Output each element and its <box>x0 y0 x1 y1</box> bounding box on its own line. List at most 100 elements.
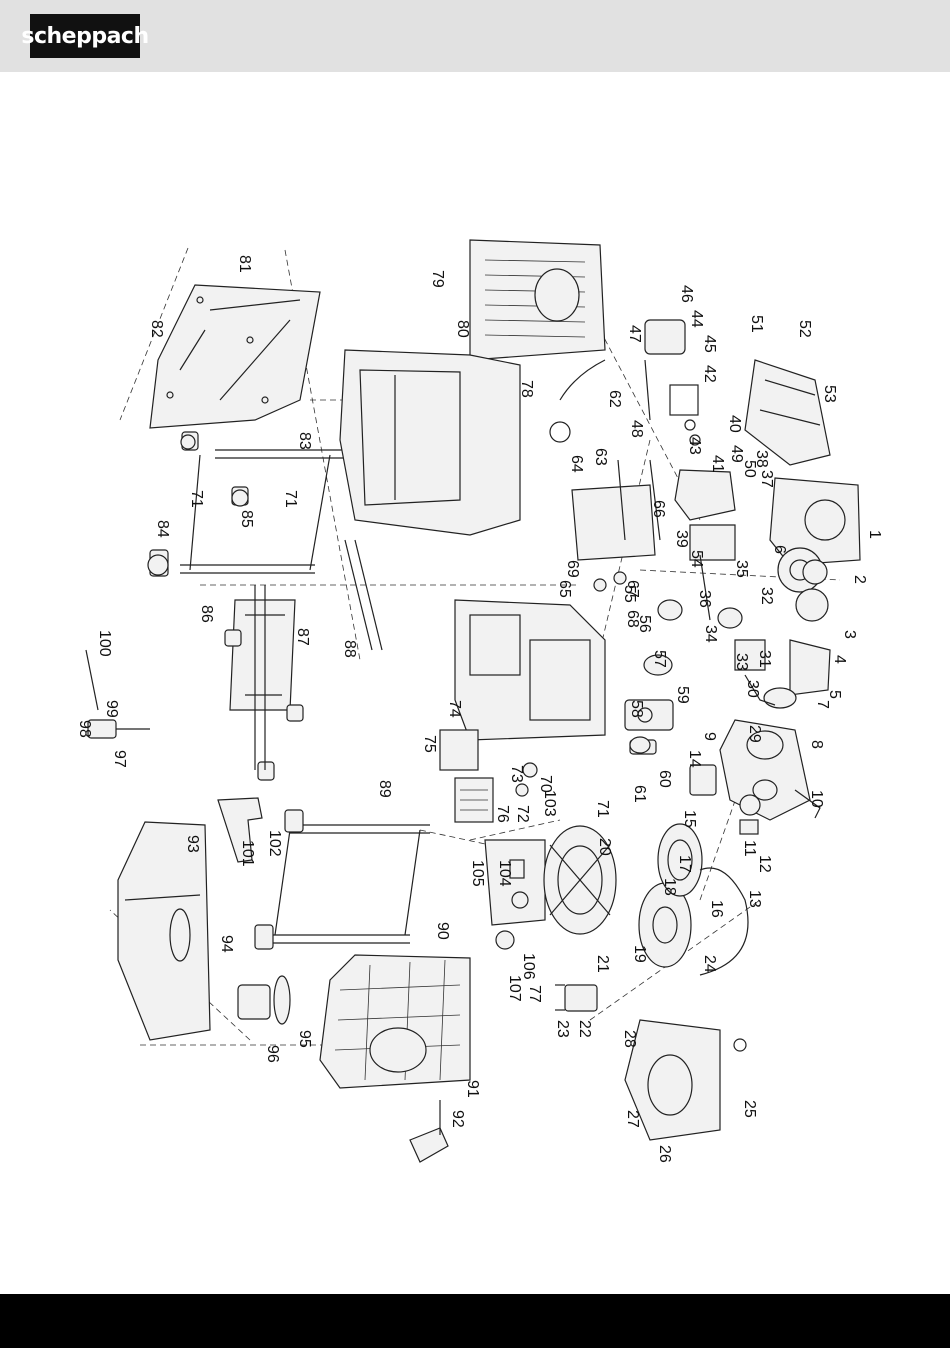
base-plate <box>319 954 471 1089</box>
long-rod <box>344 539 383 651</box>
part-label-4: 4 <box>831 655 848 664</box>
muffler-cover <box>744 359 831 466</box>
part-label-56: 56 <box>636 615 653 633</box>
intake-hose <box>549 359 606 443</box>
part-label-40: 40 <box>726 415 743 433</box>
part-label-52: 52 <box>796 320 813 338</box>
part-label-79: 79 <box>429 270 446 288</box>
part-label-16: 16 <box>708 900 725 918</box>
part-label-62: 62 <box>606 390 623 408</box>
part-label-27: 27 <box>624 1110 641 1128</box>
base-tray <box>224 585 304 781</box>
rear-grille-cover <box>469 239 606 361</box>
part-label-105: 105 <box>469 860 486 887</box>
foot-pin <box>409 1100 449 1163</box>
part-label-32: 32 <box>758 587 775 605</box>
part-label-8: 8 <box>808 740 825 749</box>
part-label-43: 43 <box>686 437 703 455</box>
part-label-107: 107 <box>506 975 523 1002</box>
part-label-103: 103 <box>541 790 558 817</box>
engine-block <box>719 719 821 821</box>
fuel-cap <box>237 975 291 1025</box>
part-label-18: 18 <box>661 878 678 896</box>
part-label-3: 3 <box>841 630 858 639</box>
part-label-63: 63 <box>592 448 609 466</box>
part-label-59: 59 <box>674 686 691 704</box>
part-label-71: 71 <box>188 490 205 508</box>
stator <box>657 823 703 897</box>
part-label-34: 34 <box>702 625 719 643</box>
cylinder-head <box>644 319 736 561</box>
part-label-71: 71 <box>594 800 611 818</box>
part-label-21: 21 <box>594 955 611 973</box>
fuel-tank <box>117 821 211 1041</box>
part-label-75: 75 <box>421 735 438 753</box>
part-label-67: 67 <box>624 580 641 598</box>
brand-logo: scheppach <box>21 14 149 58</box>
part-label-38: 38 <box>753 450 770 468</box>
page-footer <box>0 1294 950 1348</box>
part-label-64: 64 <box>568 455 585 473</box>
part-label-24: 24 <box>701 955 718 973</box>
part-label-86: 86 <box>198 605 215 623</box>
part-label-106: 106 <box>520 953 537 980</box>
part-label-74: 74 <box>446 700 463 718</box>
part-label-44: 44 <box>688 310 705 328</box>
part-label-14: 14 <box>686 750 703 768</box>
part-label-73: 73 <box>508 765 525 783</box>
small-parts <box>147 359 761 835</box>
part-label-41: 41 <box>709 455 726 473</box>
main-housing <box>339 349 521 536</box>
part-label-65: 65 <box>556 580 573 598</box>
part-label-20: 20 <box>596 838 613 856</box>
recoil-starter-cover <box>624 1019 721 1141</box>
part-label-99: 99 <box>103 700 120 718</box>
fuel-valve <box>85 649 150 739</box>
carry-handle <box>217 797 263 863</box>
part-label-46: 46 <box>678 285 695 303</box>
muffler-guard <box>699 867 749 1052</box>
part-label-33: 33 <box>733 653 750 671</box>
part-label-70: 70 <box>537 775 554 793</box>
part-label-84: 84 <box>154 520 171 538</box>
part-label-42: 42 <box>701 365 718 383</box>
part-label-45: 45 <box>701 335 718 353</box>
part-label-78: 78 <box>518 380 535 398</box>
air-filter <box>439 729 494 823</box>
upper-frame <box>149 431 345 577</box>
part-label-30: 30 <box>744 680 761 698</box>
cooling-fan <box>543 825 617 935</box>
part-label-102: 102 <box>266 830 283 857</box>
part-label-77: 77 <box>526 985 543 1003</box>
part-label-25: 25 <box>741 1100 758 1118</box>
part-label-104: 104 <box>496 860 513 887</box>
part-label-97: 97 <box>111 750 128 768</box>
part-label-51: 51 <box>748 315 765 333</box>
part-label-94: 94 <box>218 935 235 953</box>
part-label-66: 66 <box>650 500 667 518</box>
part-label-82: 82 <box>148 320 165 338</box>
part-label-49: 49 <box>728 445 745 463</box>
part-label-19: 19 <box>631 945 648 963</box>
part-label-35: 35 <box>733 560 750 578</box>
crankshaft <box>734 639 831 709</box>
part-label-1: 1 <box>866 530 883 539</box>
part-label-39: 39 <box>673 530 690 548</box>
part-label-69: 69 <box>564 560 581 578</box>
part-label-11: 11 <box>741 840 758 857</box>
part-label-26: 26 <box>656 1145 673 1163</box>
crankcase-cover <box>769 477 861 566</box>
part-label-54: 54 <box>688 550 705 568</box>
part-label-58: 58 <box>628 700 645 718</box>
part-label-7: 7 <box>814 700 831 709</box>
part-label-88: 88 <box>341 640 358 658</box>
part-label-83: 83 <box>296 432 313 450</box>
part-label-55: 55 <box>621 585 638 603</box>
brand-logo-text: scheppach <box>21 23 149 49</box>
part-label-29: 29 <box>746 725 763 743</box>
part-label-76: 76 <box>494 805 511 823</box>
part-label-80: 80 <box>454 320 471 338</box>
part-label-93: 93 <box>184 835 201 853</box>
part-label-28: 28 <box>621 1030 638 1048</box>
